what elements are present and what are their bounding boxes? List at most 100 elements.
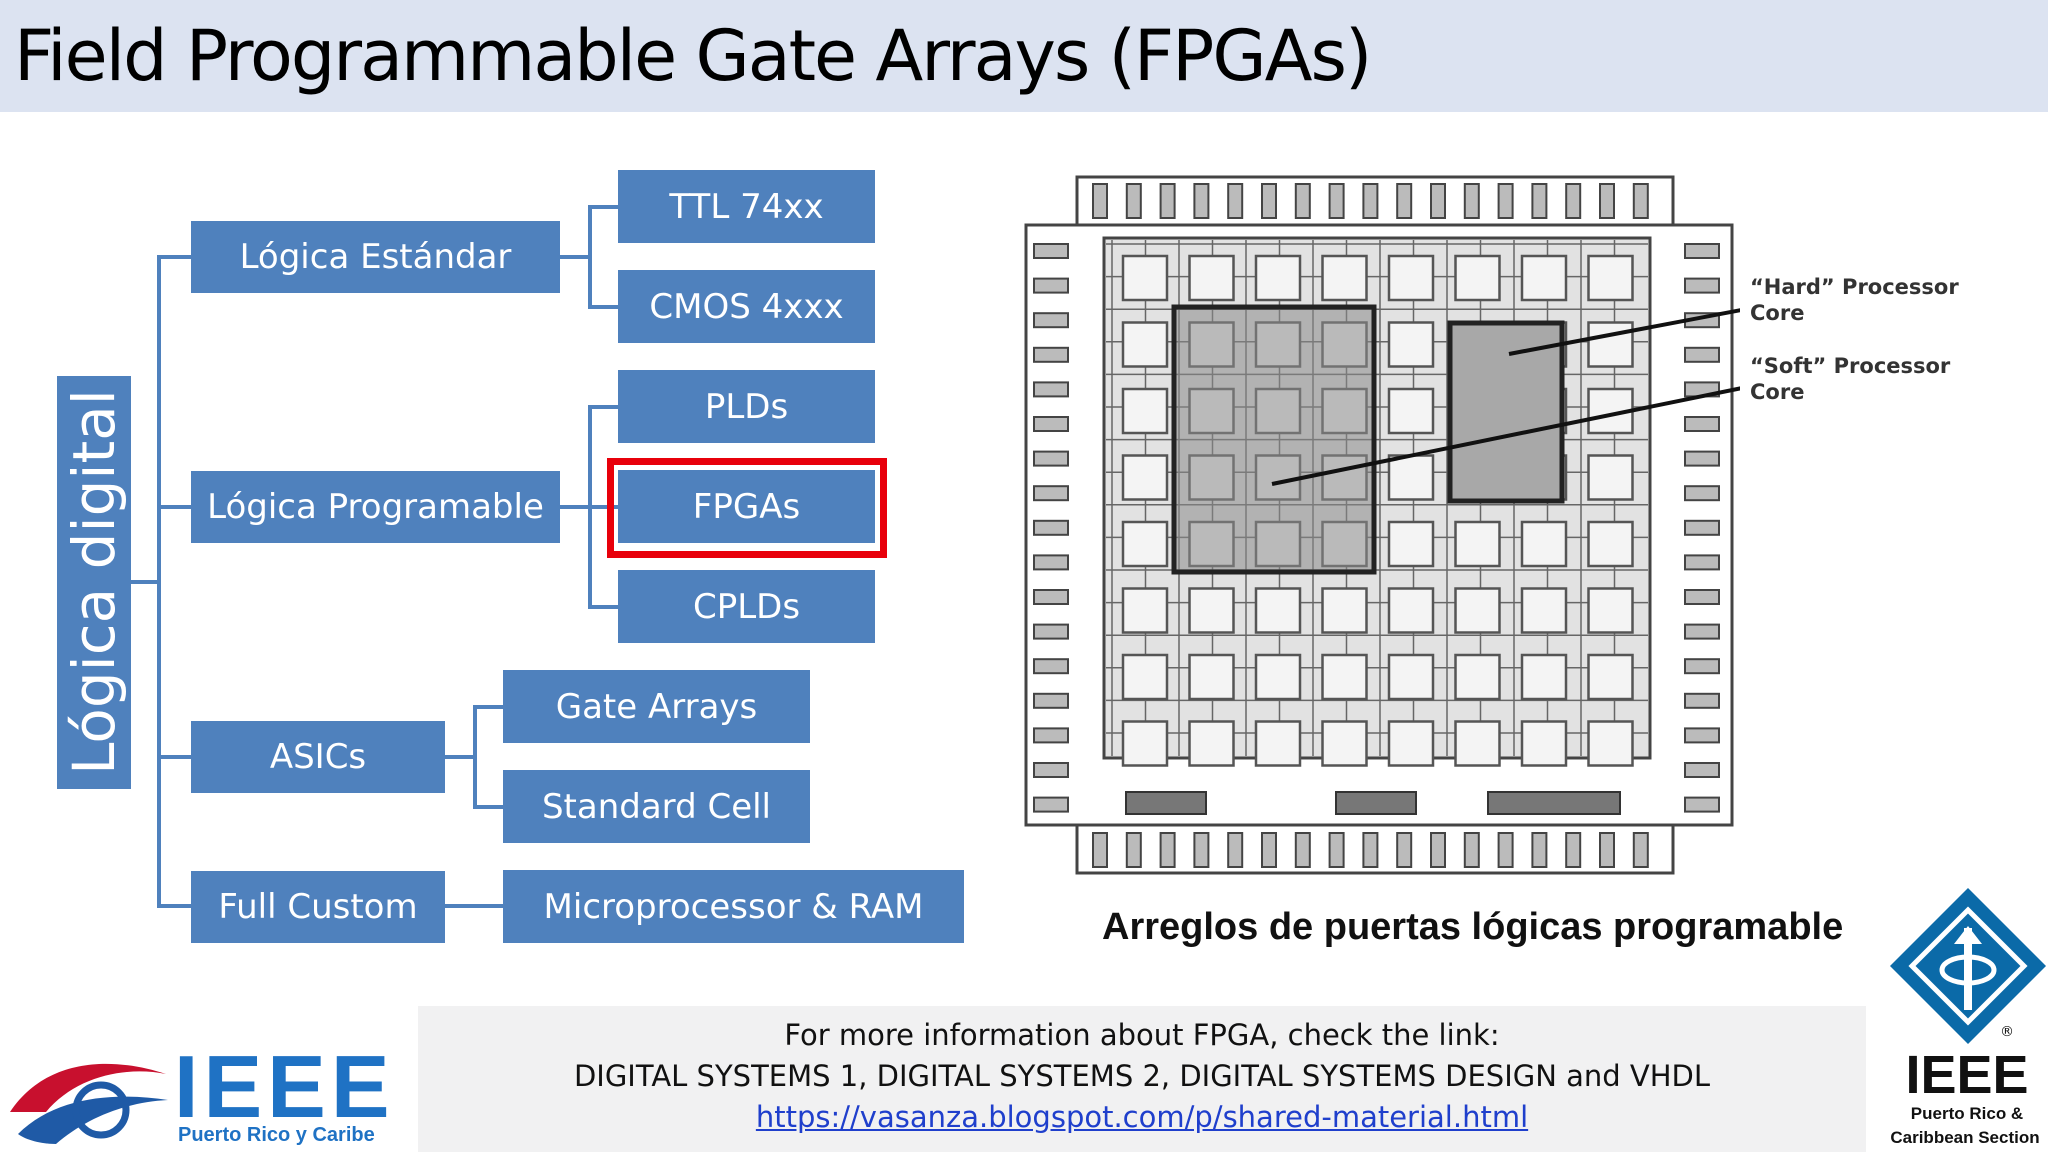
title-bar: Field Programmable Gate Arrays (FPGAs) <box>0 0 2048 112</box>
logic-block <box>1254 587 1302 634</box>
io-bars <box>1125 791 1621 815</box>
logic-block <box>1520 587 1568 634</box>
pin <box>1033 485 1069 502</box>
pins-bottom <box>1092 832 1649 868</box>
logic-block <box>1520 653 1568 701</box>
pin <box>1684 450 1720 467</box>
logic-block <box>1520 520 1568 568</box>
pin <box>1033 243 1069 259</box>
pin <box>1033 519 1069 536</box>
connector-line <box>445 755 475 759</box>
logic-block <box>1454 587 1501 634</box>
node-ttl-74xx: TTL 74xx <box>618 170 875 243</box>
logic-block <box>1387 254 1435 302</box>
pin <box>1599 832 1615 868</box>
info-panel: For more information about FPGA, check t… <box>418 1006 1866 1152</box>
pin <box>1294 183 1311 219</box>
pin <box>1684 727 1720 744</box>
ieee-logo-subtitle: Puerto Rico y Caribe <box>178 1124 375 1146</box>
node-microprocessor-ram: Microprocessor & RAM <box>503 870 964 943</box>
pin <box>1684 692 1720 709</box>
pin <box>1497 832 1514 868</box>
connector-line <box>588 305 618 309</box>
logic-block <box>1454 720 1501 767</box>
ieee-right-wordmark: IEEE <box>1905 1045 2028 1105</box>
pin <box>1684 346 1720 363</box>
logic-block <box>1520 254 1568 302</box>
pin <box>1033 450 1069 467</box>
logic-block <box>1587 720 1634 767</box>
hard-processor-core <box>1171 304 1377 575</box>
logic-block <box>1387 587 1435 634</box>
pin <box>1227 183 1244 219</box>
pin <box>1033 623 1069 640</box>
pin <box>1092 832 1108 868</box>
pin <box>1033 762 1069 778</box>
pin <box>1430 832 1446 868</box>
logic-block <box>1520 720 1568 767</box>
pin <box>1294 832 1311 868</box>
logic-block <box>1254 653 1302 701</box>
soft-core-annotation: “Soft” Processor Core <box>1750 353 1950 405</box>
pin <box>1033 312 1069 329</box>
soft-processor-core <box>1447 320 1565 504</box>
node-standard-cell: Standard Cell <box>503 770 810 843</box>
pin <box>1033 589 1069 605</box>
logic-block <box>1321 720 1368 767</box>
connector-line <box>588 405 618 409</box>
connector-line <box>445 904 503 908</box>
pin <box>1565 832 1582 868</box>
pin <box>1463 183 1480 219</box>
pin <box>1684 416 1720 432</box>
info-link[interactable]: https://vasanza.blogspot.com/p/shared-ma… <box>755 1100 1529 1134</box>
ieee-section-logo: ® IEEE Puerto Rico & Caribbean Section <box>1890 888 2046 1147</box>
info-line-1: For more information about FPGA, check t… <box>784 1018 1500 1052</box>
connector-line <box>473 805 503 809</box>
pin <box>1033 658 1069 675</box>
info-line-2: DIGITAL SYSTEMS 1, DIGITAL SYSTEMS 2, DI… <box>573 1059 1711 1093</box>
io-bank-bar <box>1125 791 1207 815</box>
connector-line <box>560 255 590 259</box>
hard-core-label-2: Core <box>1750 301 1805 325</box>
pin <box>1632 183 1649 219</box>
pin <box>1033 381 1069 398</box>
soft-core-leader-line <box>1271 386 1740 486</box>
logic-block <box>1387 520 1435 568</box>
fpga-highlight-frame <box>607 458 887 558</box>
pin <box>1684 762 1720 778</box>
figure-caption: Arreglos de puertas lógicas programable <box>1102 906 1844 948</box>
pin <box>1531 183 1548 219</box>
logic-block <box>1188 254 1235 302</box>
swoosh-red <box>10 1063 166 1112</box>
pin <box>1261 183 1277 219</box>
logic-block <box>1454 520 1501 568</box>
fpga-schematic-figure <box>1024 175 1740 875</box>
logic-block <box>1188 587 1235 634</box>
pin <box>1092 183 1108 219</box>
logic-block <box>1387 454 1435 501</box>
node-plds: PLDs <box>618 370 875 443</box>
connector-line <box>588 205 618 209</box>
pins-right <box>1684 243 1720 813</box>
pin <box>1684 589 1720 605</box>
swoosh-globe <box>72 1081 130 1139</box>
node-logica-programable: Lógica Programable <box>191 471 560 543</box>
connector-line <box>157 755 191 759</box>
pin <box>1463 832 1480 868</box>
pin <box>1033 796 1069 813</box>
logic-block <box>1587 454 1634 501</box>
node-cplds: CPLDs <box>618 570 875 643</box>
pin <box>1328 832 1345 868</box>
pin <box>1430 183 1446 219</box>
node-cmos-4xxx: CMOS 4xxx <box>618 270 875 343</box>
pin <box>1125 183 1142 219</box>
pin <box>1684 623 1720 640</box>
pin <box>1684 243 1720 259</box>
pin <box>1033 416 1069 432</box>
io-bank-bar <box>1487 791 1621 815</box>
node-fpgas: FPGAs <box>618 470 875 543</box>
logic-block <box>1121 454 1169 501</box>
logic-block <box>1121 254 1169 302</box>
soft-core-label-2: Core <box>1750 380 1805 404</box>
pin <box>1684 519 1720 536</box>
